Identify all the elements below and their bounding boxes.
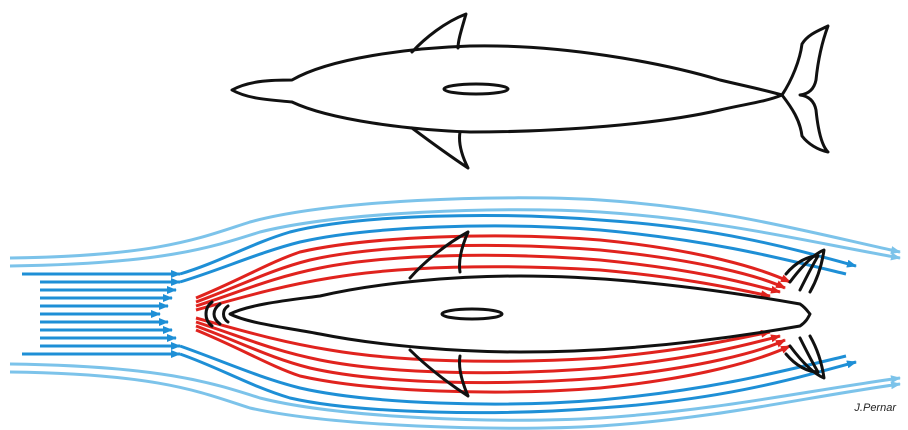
- dolphin-bottom-fin: [412, 128, 468, 168]
- dolphin-tail: [782, 26, 828, 152]
- flow-dolphin-center-mark: [442, 309, 502, 319]
- dolphin-center-mark: [444, 84, 508, 94]
- boundary-streamlines: [196, 236, 790, 392]
- author-credit: J.Pernar: [854, 402, 896, 414]
- dolphin-outline-icon: [232, 14, 828, 168]
